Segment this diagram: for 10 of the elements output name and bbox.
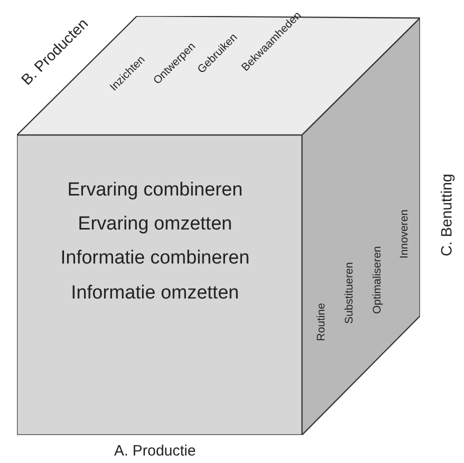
axis-label: A. Productie [114,444,196,458]
face-label: Informatie combineren [60,248,250,268]
face-label: Innoveren [400,210,410,258]
face-label: Routine [316,303,328,341]
face-label: Optimaliseren [372,246,384,314]
face-label: Ervaring omzetten [78,214,232,234]
axis-label: C. Benutting [440,174,454,256]
face-label: Informatie omzetten [71,284,239,302]
face-label: Ervaring combineren [67,180,243,200]
face-label: Substitueren [344,262,356,324]
